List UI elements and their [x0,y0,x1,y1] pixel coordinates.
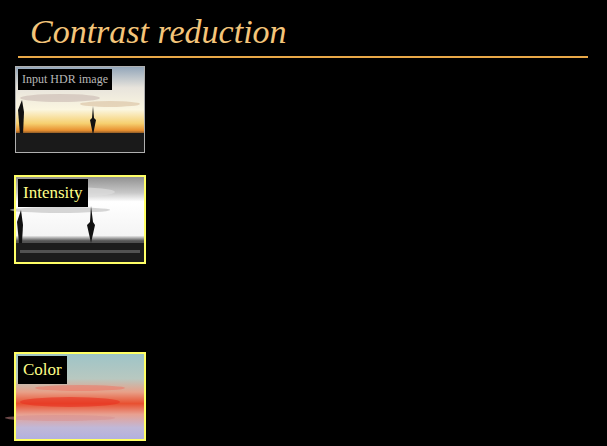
panel-label: Color [18,356,67,384]
intensity-photo [10,175,146,264]
image-panel: Intensity [14,175,146,264]
hdr-photo [15,66,145,153]
panel-label: Input HDR image [18,69,112,90]
title-rule [18,56,588,58]
panel-label: Intensity [18,179,88,207]
color-photo [5,352,146,441]
slide-title: Contrast reduction [30,12,287,52]
image-panel: Input HDR image [15,66,145,153]
image-panel: Color [14,352,146,441]
